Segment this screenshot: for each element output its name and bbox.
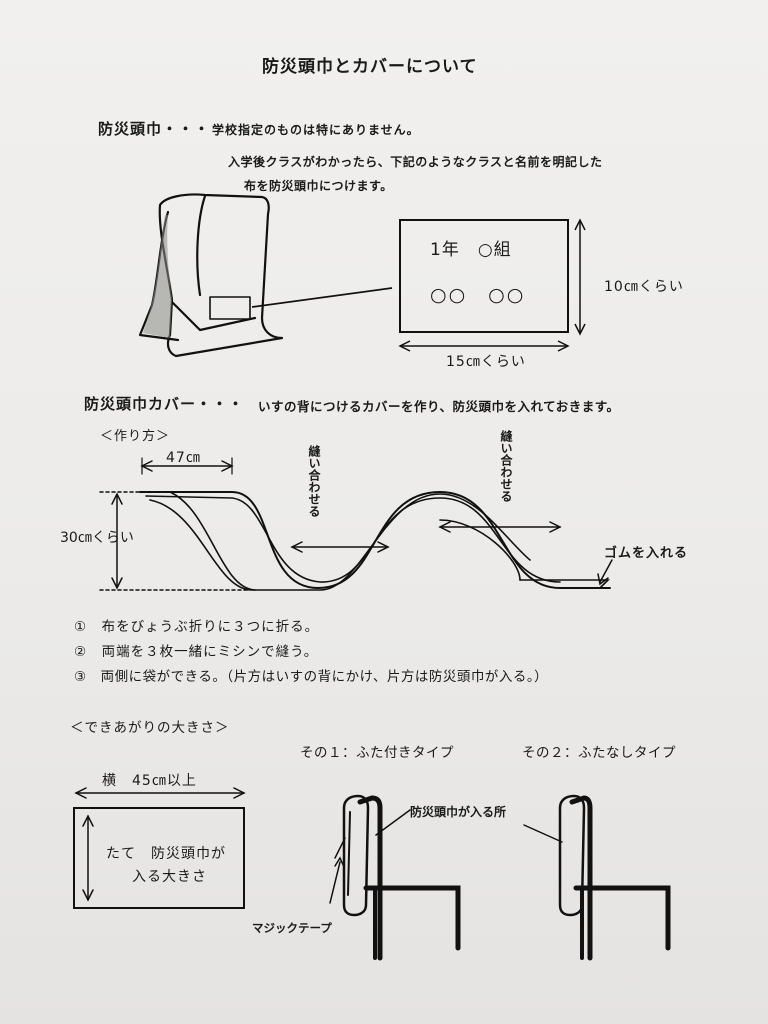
- elastic-label: ゴムを入れる: [604, 546, 689, 561]
- hood-name-tag: [209, 296, 251, 320]
- height-dimension: 30㎝くらい: [60, 530, 134, 546]
- document-title: 防災頭巾とカバーについて: [262, 57, 478, 77]
- howto-label: ＜作り方＞: [100, 429, 171, 444]
- step-2: ② 両端を３枚一緒にミシンで縫う。: [74, 644, 319, 660]
- velcro-label: マジックテープ: [252, 921, 332, 935]
- type2-label: その２：ふたなしタイプ: [522, 745, 676, 761]
- chair-type1: [329, 794, 461, 961]
- label-height: 10㎝くらい: [604, 279, 684, 295]
- hood-note: 学校指定のものは特にありません。: [212, 123, 420, 137]
- finished-box-line2: 入る大きさ: [132, 869, 207, 885]
- finished-width-label: 横 45㎝以上: [102, 773, 197, 789]
- chair-type2: [558, 794, 671, 961]
- step-1: ① 布をびょうぶ折りに３つに折る。: [74, 619, 320, 635]
- sew-label-left: 縫い合わせる: [307, 445, 321, 517]
- finished-box-line1: たて 防災頭巾が: [106, 846, 226, 862]
- step-3: ③ 両側に袋ができる。（片方はいすの背にかけ、片方は防災頭巾が入る。）: [74, 669, 549, 685]
- hood-instruction-2: 布を防災頭巾につけます。: [244, 179, 393, 193]
- tag-leader-line: [251, 287, 393, 308]
- fold-layer-back: [169, 491, 256, 591]
- hood-instruction-1: 入学後クラスがわかったら、下記のようなクラスと名前を明記した: [228, 155, 603, 169]
- cover-heading: 防災頭巾カバー・・・: [84, 395, 245, 413]
- width-dimension: 47㎝: [166, 450, 201, 466]
- label-class: 1年 ○組: [430, 240, 512, 260]
- sew-label-right: 縫い合わせる: [499, 430, 513, 502]
- hood-heading: 防災頭巾・・・: [98, 120, 211, 138]
- hood-fold: [196, 194, 207, 297]
- finished-heading: ＜できあがりの大きさ＞: [70, 720, 230, 736]
- label-name: ○○ ○○: [430, 284, 526, 306]
- label-width: 15㎝くらい: [446, 354, 526, 370]
- label-box: [399, 219, 569, 333]
- type1-label: その１：ふた付きタイプ: [300, 745, 454, 761]
- hood-slot-label: 防災頭巾が入る所: [410, 805, 507, 819]
- cover-description: いすの背につけるカバーを作り、防災頭巾を入れておきます。: [258, 399, 620, 414]
- finished-size-box: [73, 807, 245, 909]
